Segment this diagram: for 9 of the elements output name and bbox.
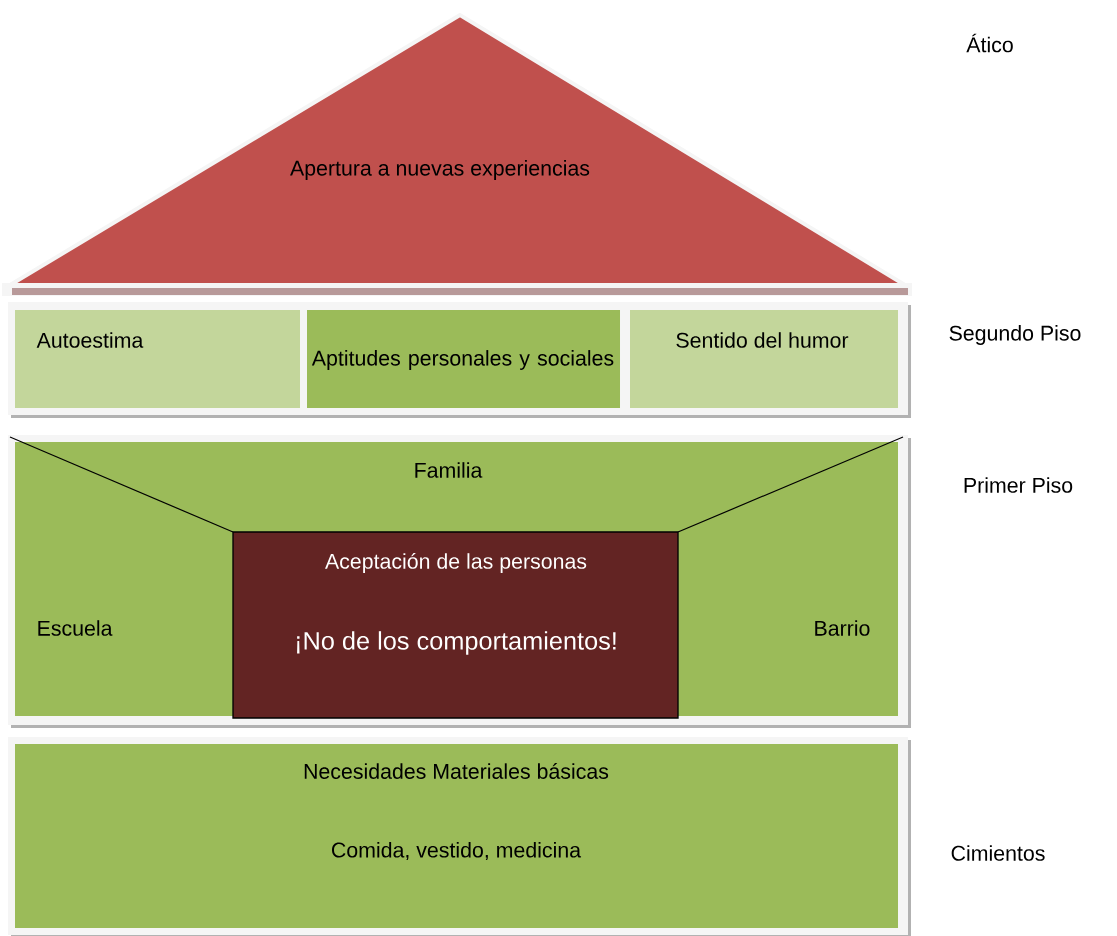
floor-box: Autoestima <box>15 310 300 408</box>
level-label: Primer Piso <box>964 477 1073 493</box>
level-label: Cimientos <box>951 845 1045 861</box>
center-box: Aceptación de las personas ¡No de los comportamientos! <box>232 531 679 719</box>
floor-box: Aptitudes personales y sociales <box>307 310 620 408</box>
floor-box: Sentido del humor <box>630 310 898 408</box>
level-label: Ático <box>966 33 1013 53</box>
foundation-box: Necesidades Materiales básicas Comida, vestido, medicina <box>15 744 898 928</box>
level-label: Segundo Piso <box>949 325 1081 345</box>
